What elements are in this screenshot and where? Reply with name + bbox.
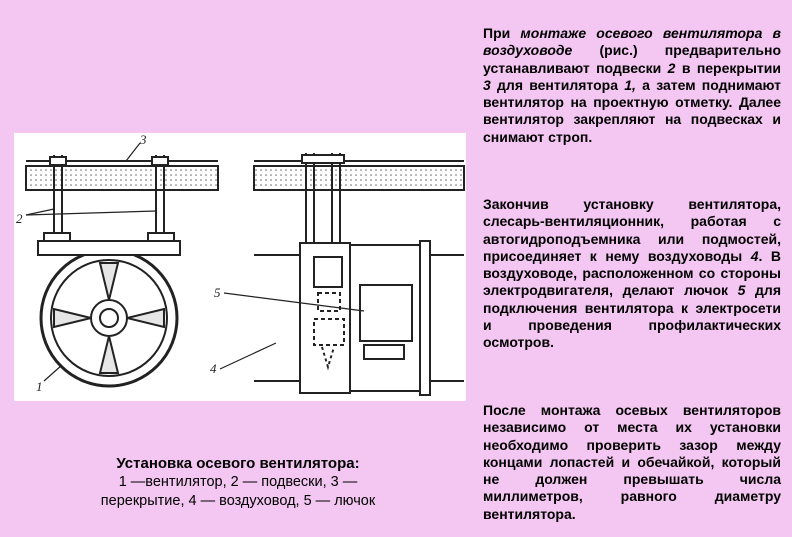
p1-text-d: для вентилятора — [490, 76, 625, 93]
right-duct-side-view — [254, 240, 464, 396]
p1-text-a: При — [483, 25, 521, 41]
installation-drawing: 3 2 1 5 4 — [14, 133, 466, 401]
p2-ref-4: 4 — [750, 247, 759, 264]
p2-ref-5: 5 — [737, 282, 746, 299]
p2-text-b: . В воздуховоде, расположенном со сторон… — [483, 247, 782, 299]
left-fan-front-view — [37, 240, 181, 388]
p1-emphasis: монтаже осевого вентилятора в воздуховод… — [483, 25, 781, 59]
caption-line-2: перекрытие, 4 — воздуховод, 5 — лючок — [100, 493, 376, 509]
paragraph-clearance-check: После монтажа осевых вентиляторов незави… — [483, 402, 781, 523]
label-fan: 1 — [36, 379, 43, 394]
p1-ref-2: 2 — [667, 59, 676, 76]
right-hangers — [301, 153, 345, 249]
right-ceiling-slab — [253, 160, 465, 191]
p1-text-e: а затем поднимают вентилятор на проектну… — [483, 76, 782, 145]
p2-text-a: Закончив установку вентилятора, слесарь-… — [483, 196, 781, 264]
figure-caption: Установка осевого вентилятора: 1 —вентил… — [60, 454, 416, 511]
drawing-svg: 3 2 1 5 4 — [16, 133, 465, 396]
p1-ref-1: 1, — [624, 76, 636, 93]
label-hatch: 5 — [214, 285, 221, 300]
paragraph-connection: Закончив установку вентилятора, слесарь-… — [483, 196, 781, 352]
p1-text-c: в перекрытии — [675, 59, 781, 76]
p2-text-c: для подключения вентилятора к электросет… — [483, 282, 781, 351]
label-ceiling: 3 — [139, 133, 147, 147]
caption-line-1: 1 —вентилятор, 2 — подвески, 3 — — [118, 474, 358, 490]
p3-text: После монтажа осевых вентиляторов незави… — [483, 402, 781, 522]
p1-text-b: (рис.) предварительно устанавливают подв… — [483, 42, 781, 76]
leader-lines — [25, 142, 365, 382]
label-hangers: 2 — [16, 211, 23, 226]
p1-ref-3: 3 — [483, 76, 491, 93]
label-duct: 4 — [210, 361, 217, 376]
caption-title: Установка осевого вентилятора: — [116, 455, 360, 472]
paragraph-mounting: При монтаже осевого вентилятора в воздух… — [483, 25, 781, 146]
